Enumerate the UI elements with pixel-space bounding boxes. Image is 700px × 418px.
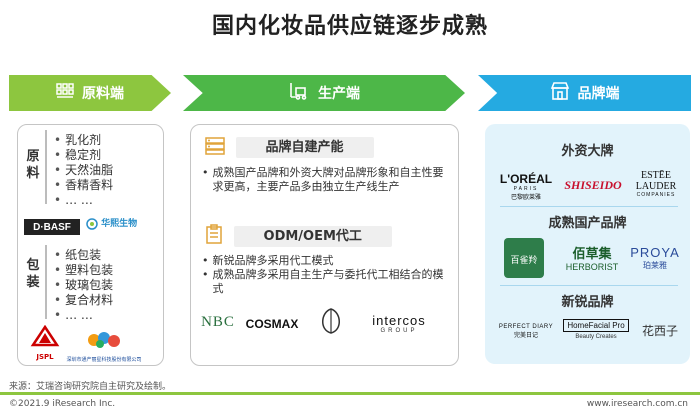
- copyright: ©2021.9 iResearch Inc.: [9, 399, 116, 409]
- raw-label: 原料: [26, 149, 40, 181]
- page-title: 国内化妆品供应链逐步成熟: [211, 14, 488, 39]
- raw-material-header-label: 原料端: [82, 86, 124, 102]
- forklift-icon: [288, 82, 310, 104]
- sz-logo: 深圳市通产丽星科技股份有限公司: [64, 330, 144, 363]
- herborist-logo: 佰草集 HERBORIST: [565, 246, 619, 272]
- brand-divider-2: [500, 285, 678, 286]
- jspl-logo-text: JSPL: [36, 353, 54, 361]
- raw-divider: [45, 130, 47, 204]
- list-item: 纸包装: [54, 248, 113, 263]
- footer-divider: [0, 392, 700, 395]
- homefacial-logo: HomeFacial Pro Beauty Creates: [563, 319, 629, 340]
- shiseido-logo: SHISEIDO: [564, 178, 622, 192]
- production-header-label: 生产端: [318, 86, 360, 102]
- odm-section-title: ODM/OEM代工: [205, 224, 392, 248]
- list-item: 乳化剂: [54, 133, 113, 148]
- packaging-label: 包装: [26, 258, 40, 290]
- list-item: 天然油脂: [54, 163, 113, 178]
- odm-text: 新锐品牌多采用代工模式 成熟品牌多采用自主生产与委托代工相结合的模式: [202, 254, 452, 296]
- sz-logo-text: 深圳市通产丽星科技股份有限公司: [66, 357, 142, 363]
- website: www.iresearch.com.cn: [586, 399, 688, 409]
- packaging-divider: [45, 245, 47, 319]
- clipboard-icon: [205, 224, 223, 248]
- cosmax-logo: COSMAX: [245, 317, 299, 331]
- list-item: 香精香料: [54, 178, 113, 193]
- list-item: … …: [54, 193, 113, 208]
- raw-items-list: 乳化剂 稳定剂 天然油脂 香精香料 … …: [54, 133, 113, 208]
- list-item: 稳定剂: [54, 148, 113, 163]
- packaging-items-list: 纸包装 塑料包装 玻璃包装 复合材料 … …: [54, 248, 113, 323]
- list-item: … …: [54, 308, 113, 323]
- source-note: 来源：艾瑞咨询研究院自主研究及绘制。: [9, 382, 172, 392]
- huaxi-logo: 华熙生物: [86, 216, 137, 230]
- server-icon: [205, 136, 225, 159]
- baiqueling-logo: 百雀羚: [504, 238, 544, 278]
- intercos-logo: intercos GROUP: [372, 313, 426, 334]
- shanghai-kosmax-logo: [306, 306, 356, 338]
- foreign-brands-title: 外资大牌: [561, 144, 614, 159]
- loreal-logo: L'ORÉAL PARIS 巴黎欧莱雅: [499, 172, 553, 201]
- store-icon: [550, 82, 570, 104]
- production-header: 生产端: [183, 75, 465, 111]
- domestic-brands-title: 成熟国产品牌: [548, 216, 627, 231]
- jspl-logo: JSPL: [30, 324, 60, 361]
- self-built-section-title: 品牌自建产能: [205, 136, 374, 159]
- list-item: 复合材料: [54, 293, 113, 308]
- huaxi-logo-text: 华熙生物: [101, 219, 138, 229]
- brand-header-label: 品牌端: [577, 86, 620, 102]
- raw-material-header: 原料端: [9, 75, 171, 111]
- perfect-diary-logo: PERFECT DIARY 完美日记: [498, 324, 554, 339]
- brand-header: 品牌端: [478, 75, 691, 111]
- huaxizi-logo: 花西子: [641, 324, 678, 338]
- nbc-logo: NBC: [201, 314, 235, 330]
- estee-lauder-logo: ESTĒE LAUDER COMPANIES: [635, 170, 677, 198]
- self-built-text: 成熟国产品牌和外资大牌对品牌形象和自主性要求更高，主要产品多由独立生产线生产: [202, 166, 452, 194]
- brand-divider-1: [500, 206, 678, 207]
- new-brands-title: 新锐品牌: [561, 295, 614, 310]
- proya-logo: PROYA 珀莱雅: [630, 245, 680, 270]
- list-item: 塑料包装: [54, 263, 113, 278]
- grid-icon: [56, 83, 74, 103]
- basf-logo: D·BASF: [24, 219, 80, 235]
- list-item: 玻璃包装: [54, 278, 113, 293]
